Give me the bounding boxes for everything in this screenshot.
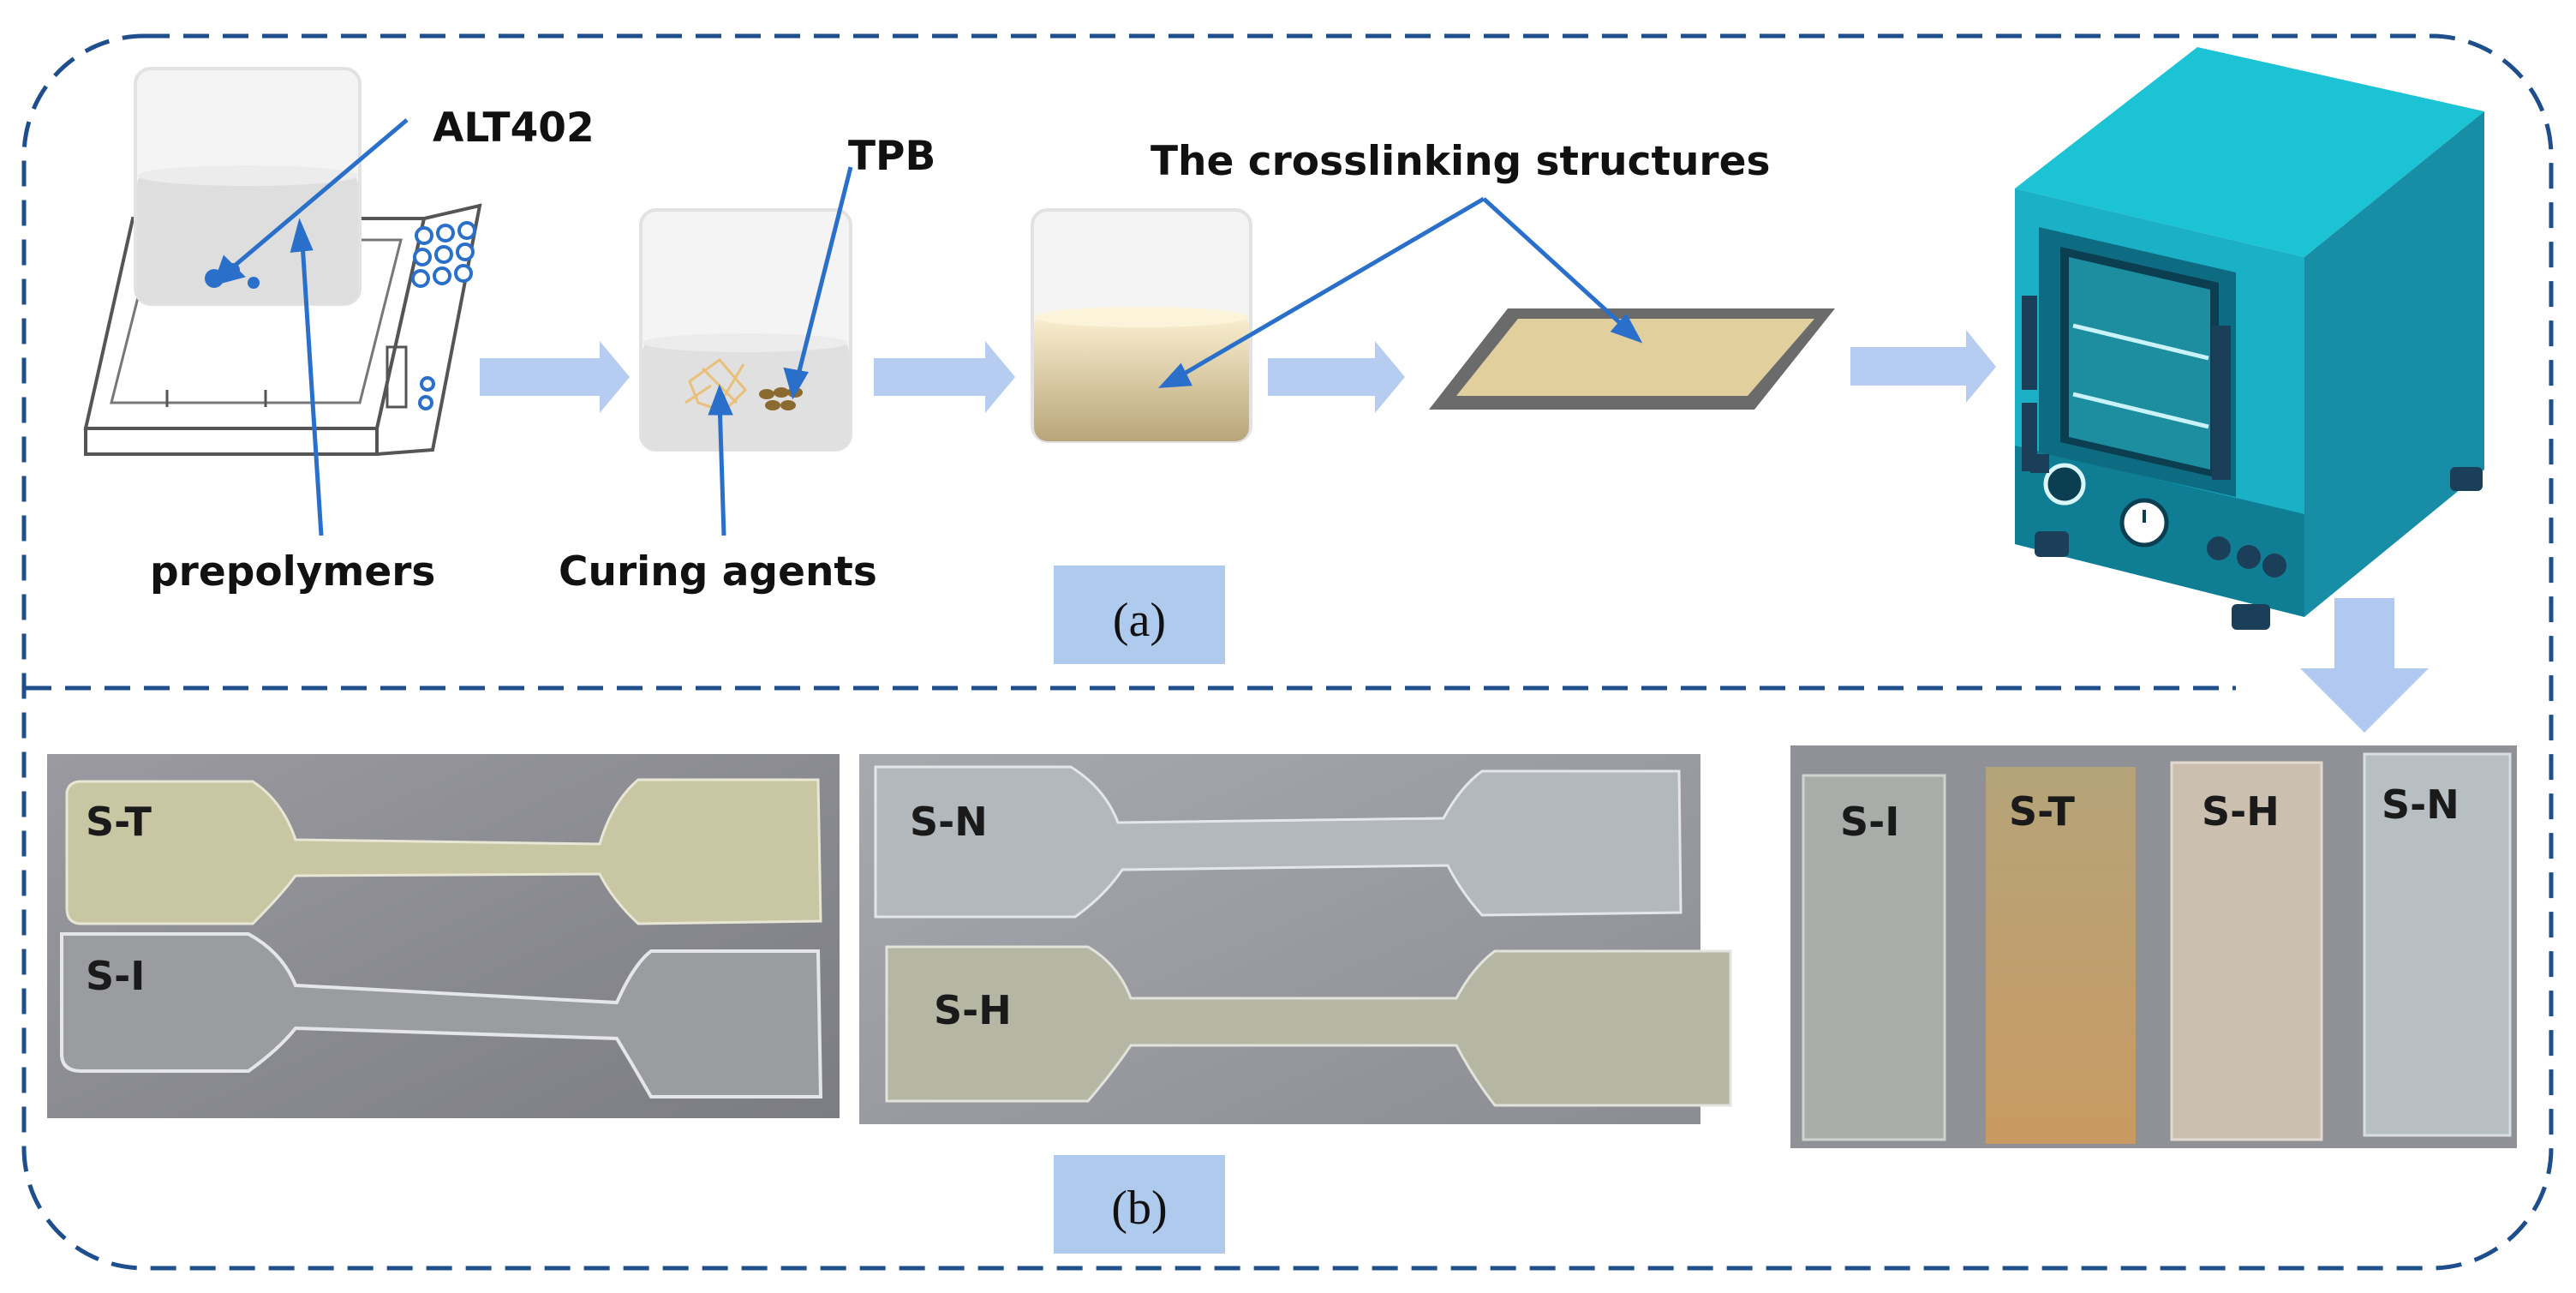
flow-arrow-down: [2300, 598, 2429, 733]
flow-arrow-2: [874, 341, 1015, 413]
photo-strips: [1790, 745, 2517, 1148]
sample-label-st: S-T: [86, 799, 152, 845]
photo-dumbbells-st-si: [47, 754, 840, 1118]
strip-sn: [2363, 752, 2512, 1137]
panel-tag-a-box: [1054, 566, 1225, 664]
sample-label-si: S-I: [86, 953, 145, 999]
dumbbell-sn: [874, 765, 1682, 919]
label-tpb: TPB: [848, 133, 935, 180]
label-curing-agents: Curing agents: [559, 548, 877, 596]
mold-tray-icon: [1429, 308, 1835, 410]
panel-tag-b: (b): [1111, 1182, 1167, 1235]
panel-tag-b-box: [1054, 1155, 1225, 1254]
sample-label-sn: S-N: [910, 799, 988, 845]
dumbbell-si: [60, 932, 823, 1098]
dumbbell-st: [65, 778, 822, 925]
curing-beaker-icon: [639, 208, 852, 452]
flow-arrow-3: [1268, 341, 1405, 413]
dumbbell-sh: [885, 945, 1732, 1107]
label-crosslinking: The crosslinking structures: [1151, 138, 1770, 185]
flow-arrow-1: [480, 341, 630, 413]
sample-label-sh: S-H: [934, 987, 1012, 1033]
resin-beaker-icon: [1031, 208, 1252, 443]
strip-sh: [2170, 761, 2323, 1141]
strip-label-st: S-T: [2009, 788, 2075, 835]
flow-arrow-4: [1850, 330, 1996, 403]
panel-tag-a: (a): [1113, 594, 1166, 647]
photo-dumbbells-sn-sh: [859, 754, 1732, 1124]
strip-label-sn: S-N: [2382, 781, 2459, 828]
label-alt402: ALT402: [433, 105, 595, 152]
outer-dashed-frame: [21, 33, 2554, 1271]
strip-st: [1986, 767, 2136, 1144]
strip-label-si: S-I: [1840, 799, 1899, 845]
strip-si: [1802, 774, 1946, 1141]
label-prepolymers: prepolymers: [150, 548, 435, 596]
pointer-lines: [212, 118, 1643, 536]
oven-icon: [2015, 47, 2484, 630]
strip-label-sh: S-H: [2202, 788, 2280, 835]
